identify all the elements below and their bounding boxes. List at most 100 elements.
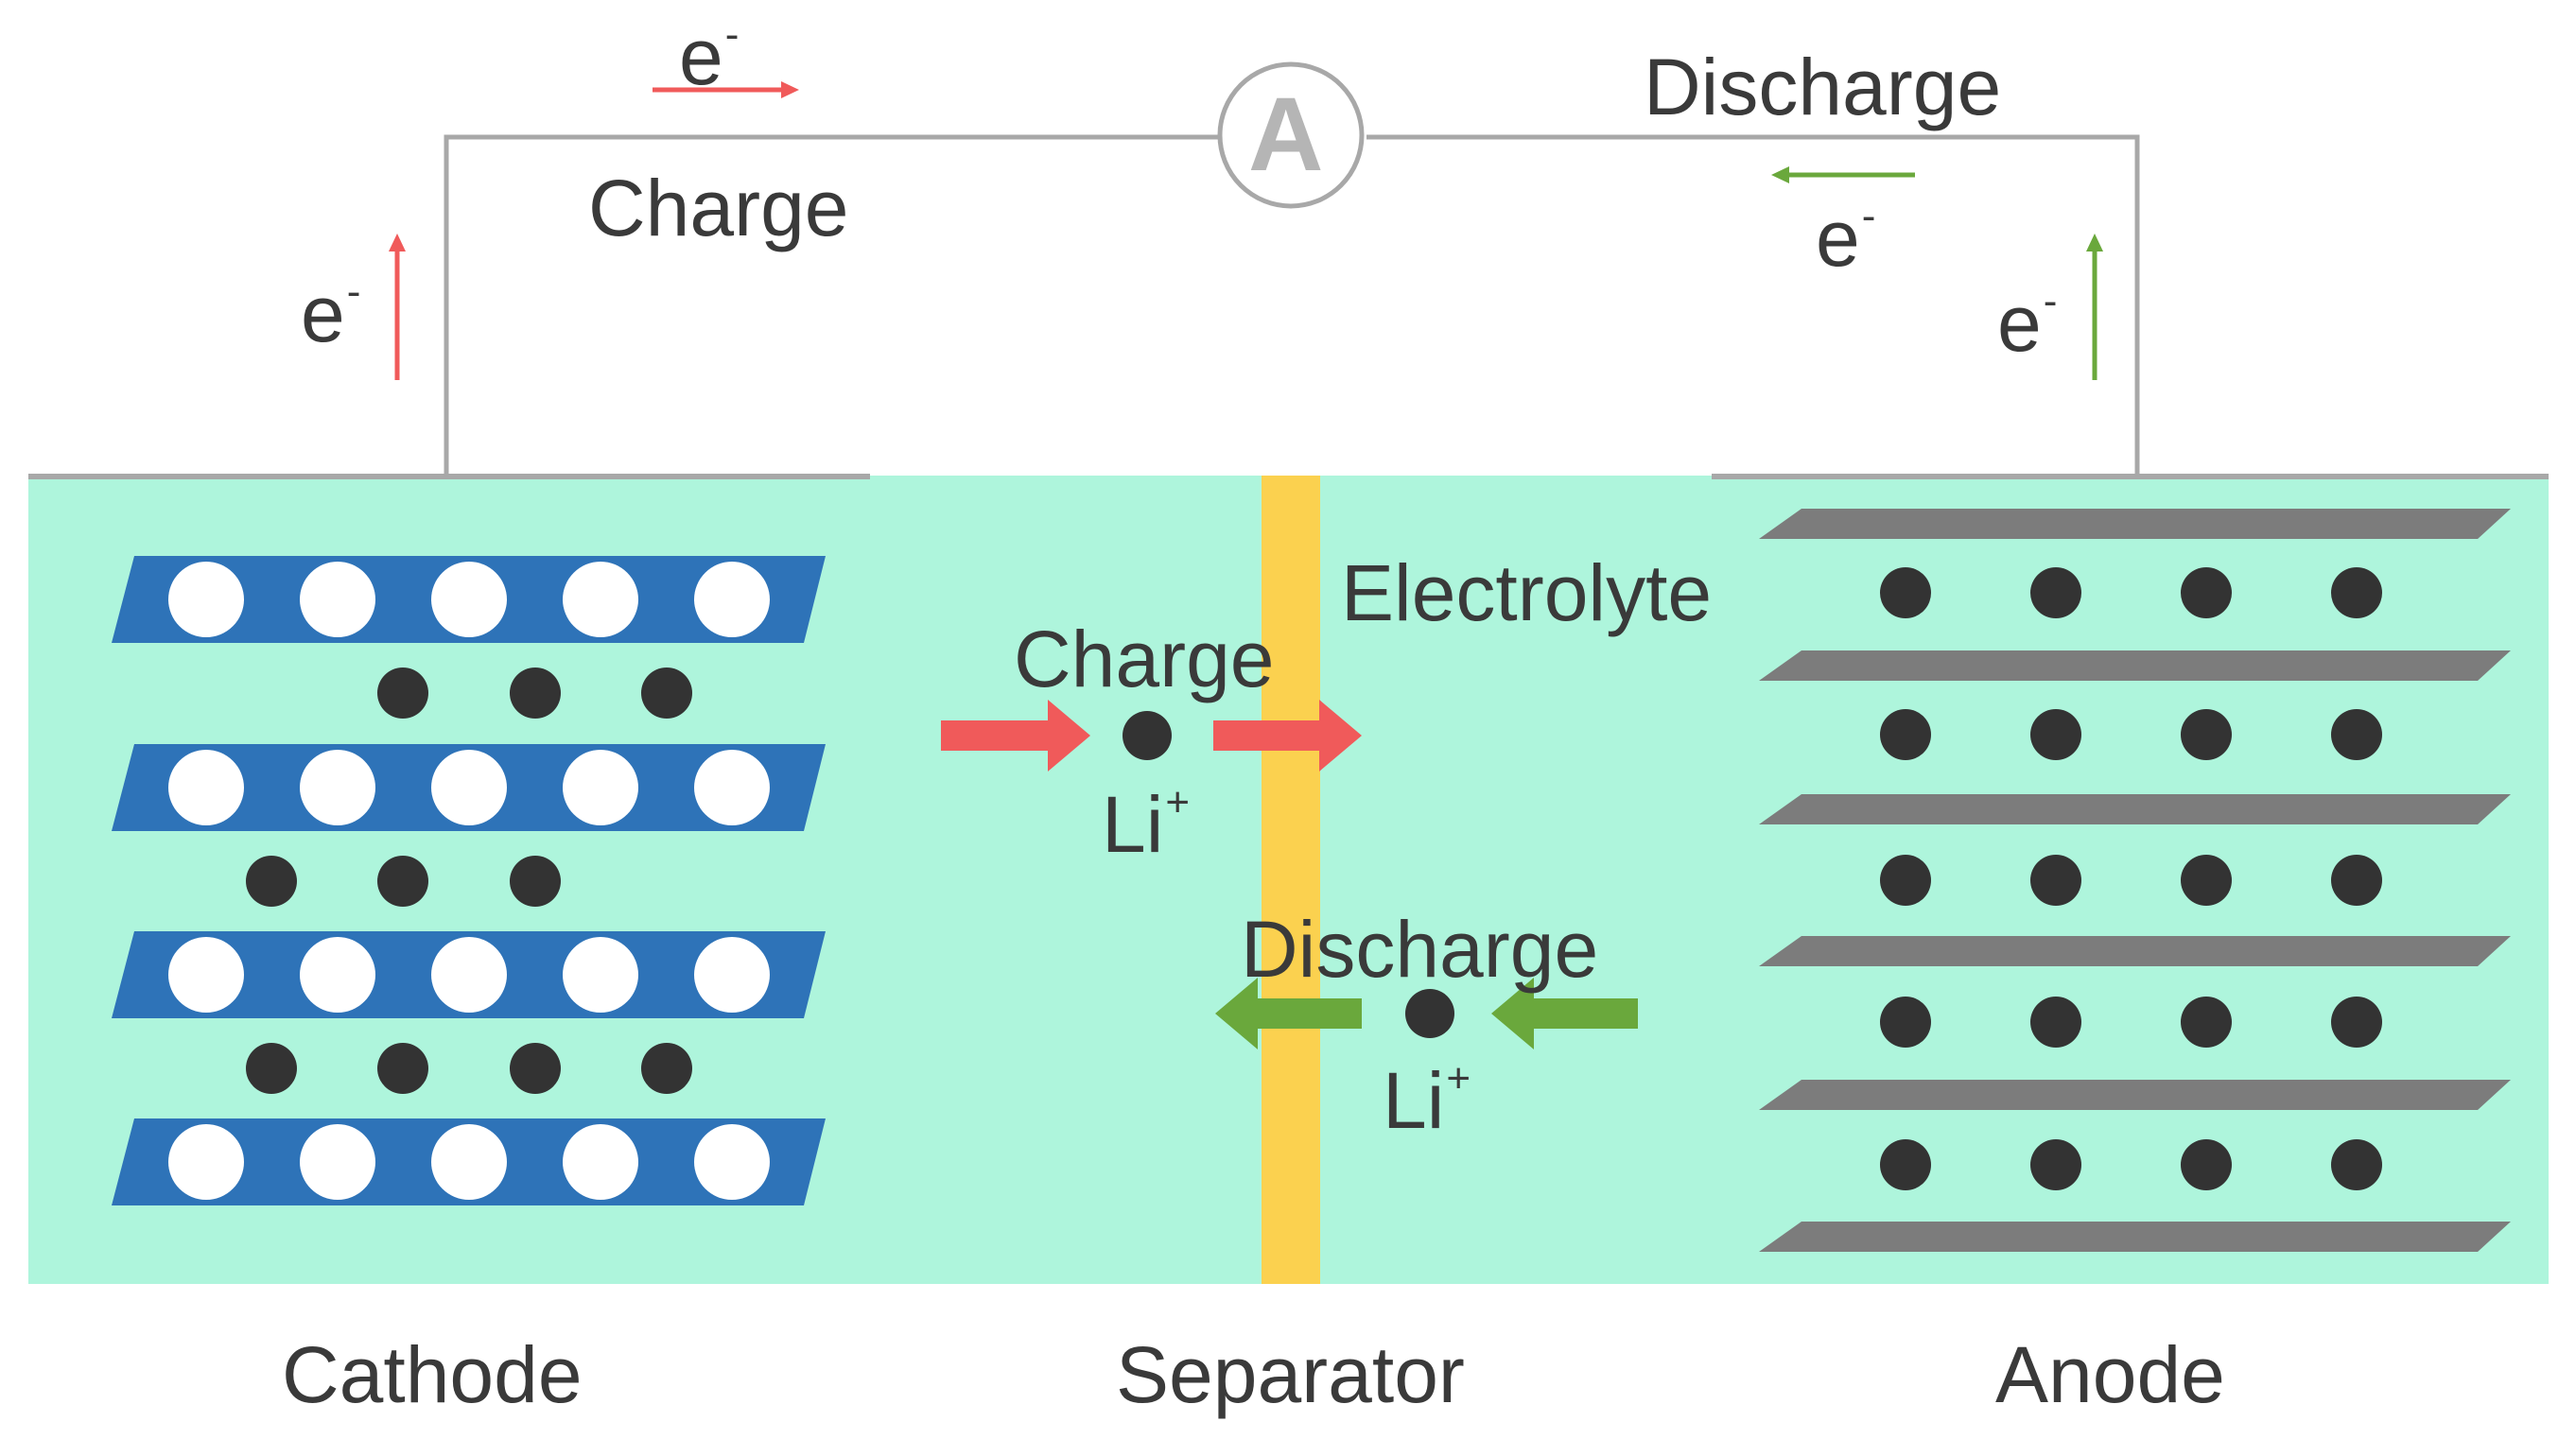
electron-symbol: e [1816, 194, 1860, 283]
anode-lithium-ion [2181, 1139, 2232, 1190]
anode-lithium-ion [2181, 997, 2232, 1048]
anode-lithium-ion [2331, 1139, 2382, 1190]
anode-layer [1759, 936, 2511, 966]
electron-charge-sign: - [346, 269, 361, 315]
anode-layer [1759, 509, 2511, 539]
cathode-vacancy [431, 1124, 507, 1200]
anode-lithium-ion [1880, 709, 1931, 760]
ammeter-label: A [1248, 77, 1324, 193]
cathode-lithium-ion [510, 856, 561, 907]
cathode-lithium-ion [641, 667, 692, 719]
discharge-label-circuit: Discharge [1644, 43, 2002, 131]
anode-layers [1759, 509, 2511, 1252]
cathode-vacancies [168, 562, 770, 1200]
cathode-lithium-ion [377, 856, 428, 907]
anode-lithium-ion [2331, 997, 2382, 1048]
electron-label-charge-top: e- [679, 14, 739, 97]
anode-lithium-ion [1880, 855, 1931, 906]
cathode-vacancy [694, 562, 770, 637]
anode-lithium-ion [2181, 855, 2232, 906]
anode-lithium-ion [2181, 567, 2232, 618]
charge-ion-arrow [941, 700, 1090, 772]
anode-layer [1759, 1080, 2511, 1110]
separator-label: Separator [1116, 1330, 1465, 1419]
charge-ion-arrow [1213, 700, 1362, 772]
cathode-vacancy [431, 562, 507, 637]
cathode-lithium-ion [510, 1043, 561, 1094]
cathode-lithium-ion [510, 667, 561, 719]
anode-lithium-ion [2331, 709, 2382, 760]
cathode-vacancy [300, 937, 375, 1013]
cathode-lithium-ion [377, 667, 428, 719]
anode-lithium-ion [2181, 709, 2232, 760]
lithium-ion-discharging [1405, 989, 1454, 1038]
electron-label-charge-left: e- [301, 271, 360, 355]
cathode-vacancy [563, 1124, 638, 1200]
lithium-ion-label-discharge: Li+ [1383, 1058, 1471, 1141]
discharge-electron-arrow-top [1771, 166, 1915, 183]
cathode-vacancy [694, 937, 770, 1013]
cathode-vacancy [563, 750, 638, 825]
anode-lithium-ion [2030, 855, 2081, 906]
charge-label-ion: Charge [1014, 615, 1275, 703]
electron-label-discharge-right: e- [1997, 281, 2057, 364]
discharge-label-ion: Discharge [1241, 905, 1599, 994]
ammeter-icon [1217, 61, 1365, 209]
cathode-vacancy [563, 937, 638, 1013]
anode-ions [1880, 567, 2382, 1190]
anode-label: Anode [1995, 1330, 2225, 1419]
charge-label-circuit: Charge [588, 164, 849, 252]
external-circuit-wire-right [1366, 134, 2140, 476]
cathode-vacancy [168, 562, 244, 637]
cathode-vacancy [168, 750, 244, 825]
electron-label-discharge-top: e- [1816, 196, 1875, 279]
discharge-electron-arrow-right [2086, 234, 2103, 380]
anode-layer [1759, 650, 2511, 681]
charge-electron-arrow-left [389, 234, 406, 380]
separator [1262, 476, 1320, 1284]
lithium-ion-charging [1123, 711, 1172, 760]
anode-lithium-ion [2030, 567, 2081, 618]
charge-electron-arrow-top [653, 81, 799, 98]
discharge-ion-arrow [1491, 978, 1638, 1049]
anode-lithium-ion [1880, 567, 1931, 618]
cathode-lithium-ion [641, 1043, 692, 1094]
electron-charge-sign: - [2043, 278, 2058, 324]
anode-layer [1759, 1222, 2511, 1252]
cathode-lithium-ion [246, 1043, 297, 1094]
lithium-symbol: Li [1383, 1056, 1445, 1145]
anode-lithium-ion [2331, 855, 2382, 906]
cathode-vacancy [168, 1124, 244, 1200]
anode-layer [1759, 794, 2511, 824]
electron-symbol: e [1997, 279, 2042, 368]
lithium-charge-sign: + [1165, 779, 1191, 825]
anode-lithium-ion [1880, 1139, 1931, 1190]
lithium-ion-label-charge: Li+ [1102, 782, 1190, 865]
cathode-vacancy [300, 562, 375, 637]
cathode-lithium-ion [377, 1043, 428, 1094]
cathode-vacancy [300, 750, 375, 825]
anode-lithium-ion [2030, 1139, 2081, 1190]
external-circuit-wire [444, 134, 1220, 476]
electron-symbol: e [679, 12, 723, 101]
electron-charge-sign: - [1861, 193, 1876, 239]
cathode-lithium-ion [246, 856, 297, 907]
cathode-vacancy [694, 1124, 770, 1200]
electron-charge-sign: - [724, 11, 740, 58]
cathode-vacancy [431, 937, 507, 1013]
cathode-label: Cathode [282, 1330, 583, 1419]
cathode-ions [246, 667, 692, 1094]
lithium-symbol: Li [1102, 780, 1164, 869]
cathode-vacancy [168, 937, 244, 1013]
cathode-vacancy [694, 750, 770, 825]
electrolyte-label: Electrolyte [1341, 548, 1713, 637]
anode-lithium-ion [2331, 567, 2382, 618]
anode-lithium-ion [2030, 997, 2081, 1048]
cathode-vacancy [300, 1124, 375, 1200]
discharge-ion-arrow [1215, 978, 1362, 1049]
electron-symbol: e [301, 269, 345, 358]
anode-lithium-ion [1880, 997, 1931, 1048]
cathode-vacancy [563, 562, 638, 637]
